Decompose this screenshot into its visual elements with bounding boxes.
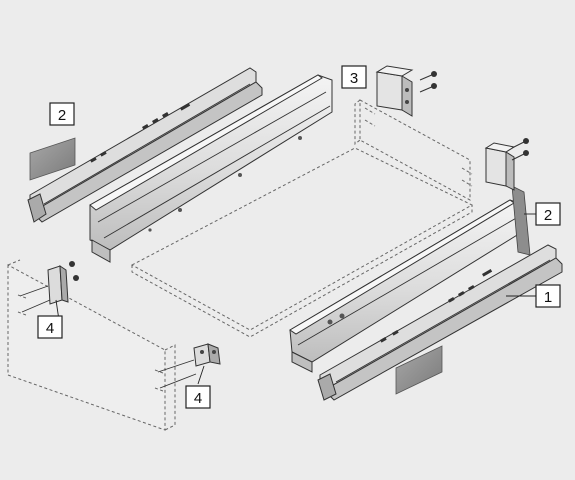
callout-2-left-label: 2 (58, 107, 66, 124)
drawer-bottom-panel (130, 147, 474, 338)
rear-bracket (375, 65, 414, 117)
callout-4-right-label: 4 (194, 390, 202, 407)
front-fixing-bracket-right (157, 343, 221, 389)
left-runner (27, 67, 263, 223)
right-rear-bracket-screws (511, 138, 529, 161)
callout-4-left: 4 (37, 315, 63, 339)
callout-2-left: 2 (49, 102, 75, 126)
callout-4-right: 4 (185, 385, 211, 409)
right-runner-slots (380, 269, 493, 343)
drawer-back-panel (354, 99, 473, 201)
right-rear-cover (511, 185, 531, 256)
callout-3-label: 3 (350, 70, 358, 87)
left-runner-slots (90, 103, 191, 163)
front-fixing-bracket-left (19, 261, 79, 313)
callout-1-label: 1 (544, 289, 552, 306)
callout-3: 3 (341, 65, 367, 89)
rear-bracket-screws (419, 71, 437, 93)
callout-4-left-label: 4 (46, 320, 54, 337)
right-drawer-side (289, 199, 523, 373)
right-runner (317, 244, 563, 401)
left-front-cover (29, 137, 76, 181)
right-rear-bracket (484, 142, 516, 191)
right-front-cover (395, 345, 443, 395)
left-drawer-side (89, 74, 333, 263)
callout-2-right: 2 (535, 202, 561, 226)
callout-2-right-label: 2 (544, 207, 552, 224)
callout-1: 1 (535, 284, 561, 308)
drawer-front-panel (7, 259, 176, 431)
